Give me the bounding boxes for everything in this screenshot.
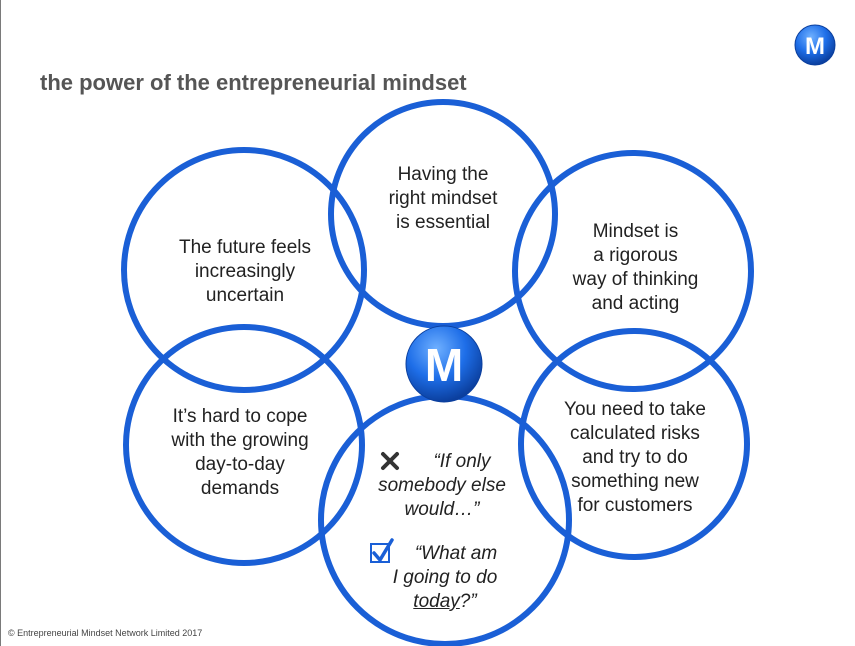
right-quote-line: I going to do bbox=[392, 567, 498, 588]
circle-lower-right-line: and try to do bbox=[582, 447, 688, 468]
circle-upper-left bbox=[121, 147, 367, 393]
circle-upper-right-line: and acting bbox=[591, 293, 680, 314]
circle-upper-left-line: uncertain bbox=[205, 285, 285, 306]
circle-lower-right-text: You need to take calculated risks and tr… bbox=[550, 398, 720, 518]
circle-lower-left-line: demands bbox=[200, 478, 280, 499]
logo-icon-top-right: M bbox=[794, 24, 836, 66]
wrong-quote-line: somebody else bbox=[378, 475, 506, 496]
svg-text:M: M bbox=[805, 33, 825, 60]
logo-icon-center: M bbox=[405, 325, 483, 403]
right-quote-line: today?” bbox=[370, 590, 520, 614]
circle-top-line: Having the bbox=[397, 164, 489, 185]
circle-lower-left-text: It’s hard to cope with the growing day-t… bbox=[150, 405, 330, 501]
circle-top-line: right mindset bbox=[388, 188, 498, 209]
circle-lower-right-line: You need to take bbox=[564, 399, 706, 420]
circle-upper-left-line: increasingly bbox=[194, 261, 296, 282]
slide-title: the power of the entrepreneurial mindset bbox=[40, 70, 467, 95]
circle-upper-left-text: The future feels increasingly uncertain bbox=[155, 236, 335, 308]
right-quote-line: “What am bbox=[414, 543, 498, 564]
circle-lower-right-line: something new bbox=[571, 471, 699, 492]
copyright-footer: © Entrepreneurial Mindset Network Limite… bbox=[8, 628, 203, 638]
circle-upper-right bbox=[512, 150, 754, 392]
circle-lower-left bbox=[123, 324, 365, 566]
right-quote: “What am I going to do today?” bbox=[370, 542, 520, 614]
svg-text:M: M bbox=[425, 339, 463, 391]
circle-upper-right-line: Mindset is bbox=[592, 221, 679, 242]
cross-mark-icon bbox=[381, 452, 399, 470]
circle-top-line: is essential bbox=[396, 212, 490, 233]
circle-lower-right-line: for customers bbox=[577, 495, 693, 516]
checked-box-icon bbox=[370, 538, 394, 563]
today-underlined-word: today bbox=[413, 591, 460, 612]
circle-top-text: Having the right mindset is essential bbox=[368, 163, 518, 235]
wrong-quote-line: “If only bbox=[433, 451, 491, 472]
right-quote-ending: ?” bbox=[459, 591, 477, 612]
circle-lower-left-line: with the growing bbox=[171, 430, 309, 451]
circle-upper-right-text: Mindset is a rigorous way of thinking an… bbox=[553, 220, 718, 316]
circle-upper-right-line: a rigorous bbox=[593, 245, 678, 266]
circle-lower-right-line: calculated risks bbox=[570, 423, 700, 444]
circle-lower-left-line: It’s hard to cope bbox=[172, 406, 308, 427]
circle-lower-left-line: day-to-day bbox=[195, 454, 285, 475]
circle-upper-right-line: way of thinking bbox=[572, 269, 699, 290]
circle-lower-right bbox=[518, 328, 750, 560]
wrong-quote: “If only somebody else would…” bbox=[362, 450, 522, 522]
wrong-quote-line: would…” bbox=[404, 499, 480, 520]
circle-upper-left-line: The future feels bbox=[178, 237, 312, 258]
